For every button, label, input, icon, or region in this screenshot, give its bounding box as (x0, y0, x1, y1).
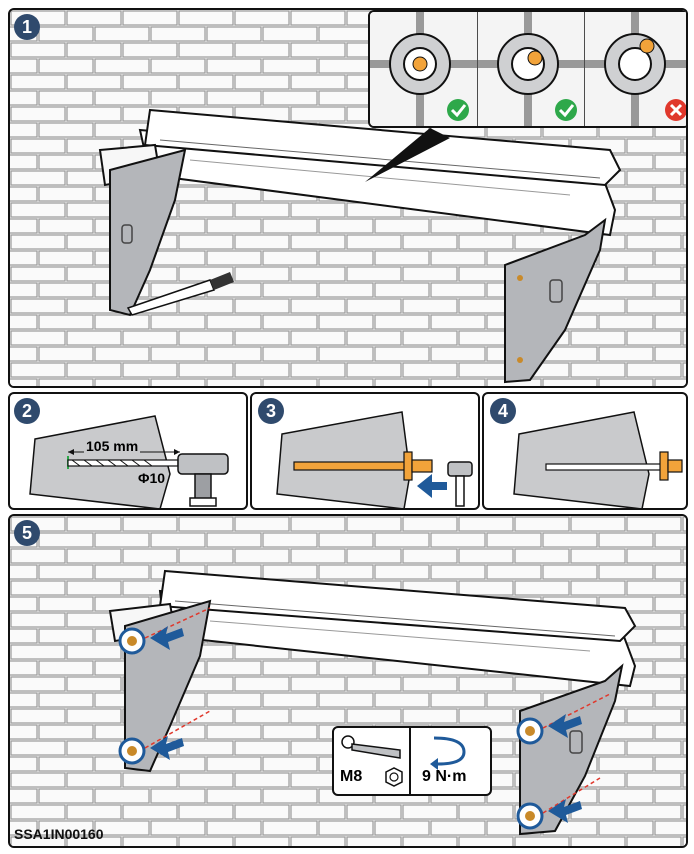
step5-illustration (10, 516, 686, 846)
step-number-3: 3 (258, 398, 284, 424)
bolt-size-label: M8 (340, 768, 363, 785)
push-arrow-icon (417, 474, 447, 498)
step-number-1: 1 (14, 14, 40, 40)
step-number-2: 2 (14, 398, 40, 424)
expansion-bolt-markers (118, 627, 544, 830)
panel-step-3 (250, 392, 480, 510)
check-circle-icon (555, 99, 577, 121)
panel-step-4 (482, 392, 688, 510)
marker-pen (126, 272, 234, 316)
panel-step-2: 105 mm Φ10 (8, 392, 248, 510)
check-circle-icon (447, 99, 469, 121)
drill-depth-label: 105 mm (84, 438, 141, 454)
step-number-5: 5 (14, 520, 40, 546)
anchor-centered (370, 12, 477, 126)
rotate-arrow-icon (430, 736, 466, 770)
panel-step-5 (8, 514, 688, 848)
drawing-code: SSA1IN00160 (14, 826, 104, 842)
panel-step-1 (8, 8, 688, 388)
insert-arrow-icons (150, 626, 582, 823)
torque-wrench-icon (341, 735, 401, 759)
mounting-bracket (98, 108, 622, 384)
anchor-pull-illustration (513, 411, 683, 508)
hammer-icon (447, 461, 473, 507)
alignment-dash-lines (144, 607, 611, 814)
torque-spec-box: M8 9 N·m (332, 726, 492, 796)
anchor-insert-illustration (276, 411, 473, 508)
zoom-pointer (365, 128, 450, 182)
alignment-inset (368, 10, 686, 128)
step-number-4: 4 (490, 398, 516, 424)
hex-nut-icon (385, 767, 403, 787)
cross-circle-icon (665, 99, 686, 121)
drill-diameter-label: Φ10 (138, 470, 166, 486)
torque-value-label: 9 N·m (422, 768, 467, 785)
drill-icon (177, 453, 229, 507)
